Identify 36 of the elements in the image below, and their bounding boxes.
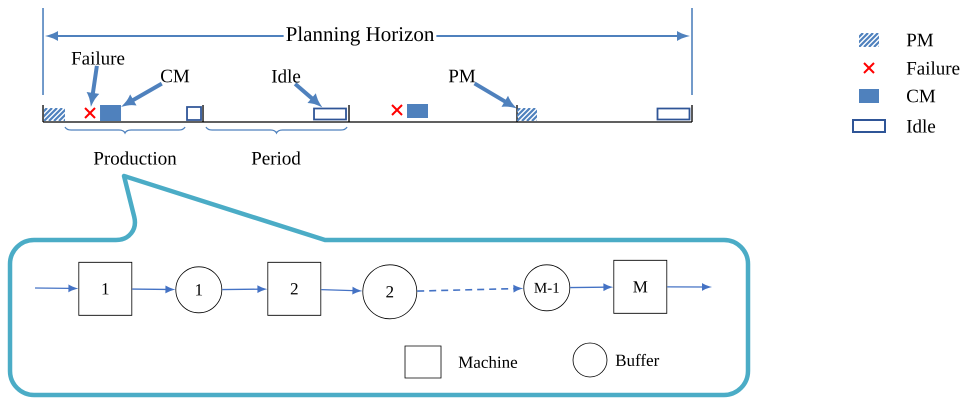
pm-block (517, 108, 537, 121)
idle-block (656, 108, 690, 120)
legend-label: PM (906, 34, 934, 46)
callout-label: CM (161, 70, 190, 82)
brace-label: Period (252, 151, 301, 165)
cm-block (100, 105, 122, 121)
legend-label: Idle (906, 119, 936, 133)
failure-mark (84, 107, 96, 119)
arrow (417, 285, 522, 292)
arrow (35, 284, 77, 292)
cm-block (407, 104, 428, 118)
arrow (570, 284, 612, 291)
callout-panel (8, 174, 750, 398)
legend-label: Failure (906, 61, 960, 75)
arrow (222, 286, 266, 293)
leader-line (474, 82, 514, 108)
legend-label: CM (906, 90, 936, 102)
dimension-label: Planning Horizon (284, 24, 436, 48)
brace-label: Production (94, 151, 176, 165)
arrow (667, 284, 710, 290)
machine-box: M (613, 260, 668, 314)
idle-block (313, 108, 347, 120)
arrow (321, 287, 361, 294)
leader-line (294, 82, 320, 106)
legend-label: Buffer (616, 354, 660, 366)
callout-label: Failure (72, 51, 124, 65)
idle-block (186, 106, 202, 121)
machine-box: 2 (267, 262, 322, 316)
failure-mark (391, 104, 403, 116)
machine-box: 1 (78, 262, 132, 316)
leader-line (124, 82, 163, 106)
legend-label: Machine (458, 356, 518, 368)
callout-label: Idle (272, 69, 300, 83)
callout-label: PM (448, 70, 476, 82)
pm-block (44, 108, 66, 121)
arrow (132, 286, 174, 293)
